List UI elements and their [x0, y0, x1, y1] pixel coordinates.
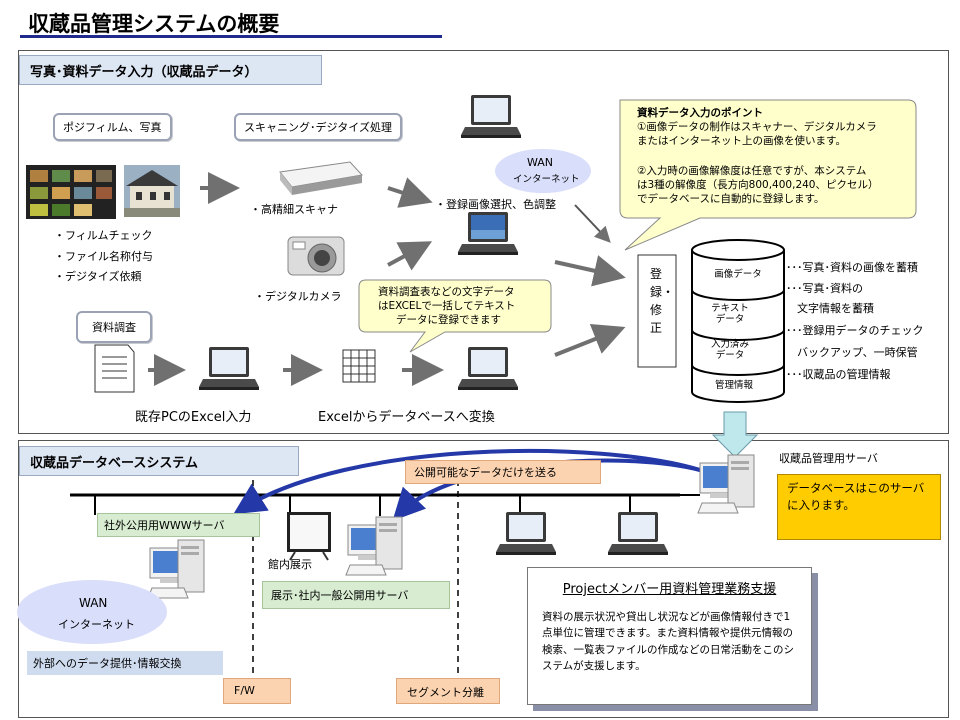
db-note-5: バックアップ、一時保管 [797, 346, 918, 359]
registration-label: 登録・修正 [650, 267, 675, 335]
db-layer-management: 管理情報 [714, 380, 753, 391]
db-layer-image: 画像データ [714, 269, 762, 280]
project-support-box: Projectメンバー用資料管理業務支援 資料の展示状況や貸出し状況などが画像情… [527, 567, 812, 705]
down-arrow [711, 411, 759, 458]
film-strip-image [26, 165, 116, 219]
project-body: 資料の展示状況や貸出し状況などが画像情報付きで1点単位に管理できます。また資料情… [542, 611, 794, 672]
material-survey-label: 資料調査 [76, 311, 152, 343]
document-image [94, 344, 135, 393]
db-note-4: ･･･登録用データのチェック [786, 324, 924, 337]
building-photo-image [124, 165, 180, 217]
project-heading: Projectメンバー用資料管理業務支援 [562, 582, 777, 597]
film-task-1: ・フィルムチェック [54, 229, 153, 242]
in-house-display-label: 館内展示 [268, 558, 312, 571]
db-in-server-box: データベースはこのサーバに入ります。 [777, 474, 941, 540]
image-select-label: ・登録画像選択、色調整 [435, 198, 556, 211]
db-note-1: ･･･写真･資料の画像を蓄積 [786, 261, 918, 274]
film-task-3: ・デジタイズ依頼 [54, 270, 142, 283]
wan-ellipse-top [495, 149, 591, 193]
excel-callout-line-3: データに登録できます [396, 314, 501, 326]
internet-label-bottom: インターネット [58, 618, 135, 631]
wan-label-top: WAN [527, 156, 554, 169]
db-layer-text: テキスト データ [711, 303, 749, 325]
external-www-label: 社外公用用WWWサーバ [97, 513, 260, 537]
high-res-scanner-label: ・高精細スキャナ [250, 203, 338, 216]
laptop-convert [458, 347, 518, 390]
www-server-desktop [147, 539, 205, 599]
display-server-desktop [345, 516, 403, 576]
db-note-2: ･･･写真･資料の [786, 282, 863, 295]
excel-callout-line-2: はEXCELで一括してテキスト [378, 300, 516, 312]
wan-label-bottom: WAN [79, 596, 108, 610]
scanning-label: スキャニング･デジタイズ処理 [234, 113, 402, 141]
scanner-image [279, 161, 363, 195]
segment-label: セグメント分離 [396, 678, 500, 704]
points-callout-line-2: またはインターネット上の画像を使います。 [637, 135, 846, 147]
publish-only-label: 公開可能なデータだけを送る [405, 460, 601, 484]
fw-label: F/W [223, 678, 291, 704]
wan-ellipse-bottom [17, 580, 167, 644]
server-label: 収蔵品管理用サーバ [779, 452, 878, 465]
laptop-existing [199, 347, 259, 390]
spreadsheet-image [342, 349, 376, 383]
laptop-bottom-1 [496, 512, 556, 555]
excel-callout-bubble [358, 279, 552, 353]
laptop-bottom-2 [608, 512, 668, 555]
server-desktop [697, 454, 755, 514]
positive-film-label: ポジフィルム、写真 [53, 113, 172, 141]
display-server-label: 展示･社内一般公開用サーバ [262, 581, 450, 609]
camera-image [287, 236, 345, 276]
database-cylinder [691, 239, 785, 403]
film-task-2: ・ファイル名称付与 [54, 250, 153, 263]
excel-to-db-label: Excelからデータベースへ変換 [318, 410, 495, 425]
excel-existing-label: 既存PCのExcel入力 [135, 410, 252, 425]
points-callout-line-6: でデータベースに自動的に登録します。 [637, 193, 825, 205]
input-section-tab: 写真･資料データ入力（収蔵品データ） [19, 55, 322, 85]
external-exchange-label: 外部へのデータ提供･情報交換 [27, 651, 223, 675]
points-callout-line-4: ②入力時の画像解像度は任意ですが、本システム [637, 165, 867, 177]
digital-camera-label: ・デジタルカメラ [254, 290, 342, 303]
db-note-6: ･･･収蔵品の管理情報 [786, 368, 891, 381]
laptop-top [461, 95, 521, 138]
registration-box [637, 254, 677, 368]
title-rule [20, 35, 442, 38]
display-screen-image [287, 512, 331, 561]
points-callout-bubble [619, 99, 917, 251]
page-title: 収蔵品管理システムの概要 [28, 12, 280, 36]
db-note-3: 文字情報を蓄積 [797, 302, 874, 315]
db-layer-entered: 入力済み データ [710, 339, 749, 361]
database-section-tab: 収蔵品データベースシステム [19, 446, 299, 476]
excel-callout-line-1: 資料調査表などの文字データ [378, 286, 515, 298]
points-callout-title: 資料データ入力のポイント [637, 107, 763, 119]
internet-label-top: インターネット [513, 174, 580, 185]
points-callout-line-1: ①画像データの制作はスキャナー、デジタルカメラ [637, 121, 877, 133]
points-callout-line-5: は3種の解像度（長方向800,400,240、ピクセル） [637, 179, 879, 191]
